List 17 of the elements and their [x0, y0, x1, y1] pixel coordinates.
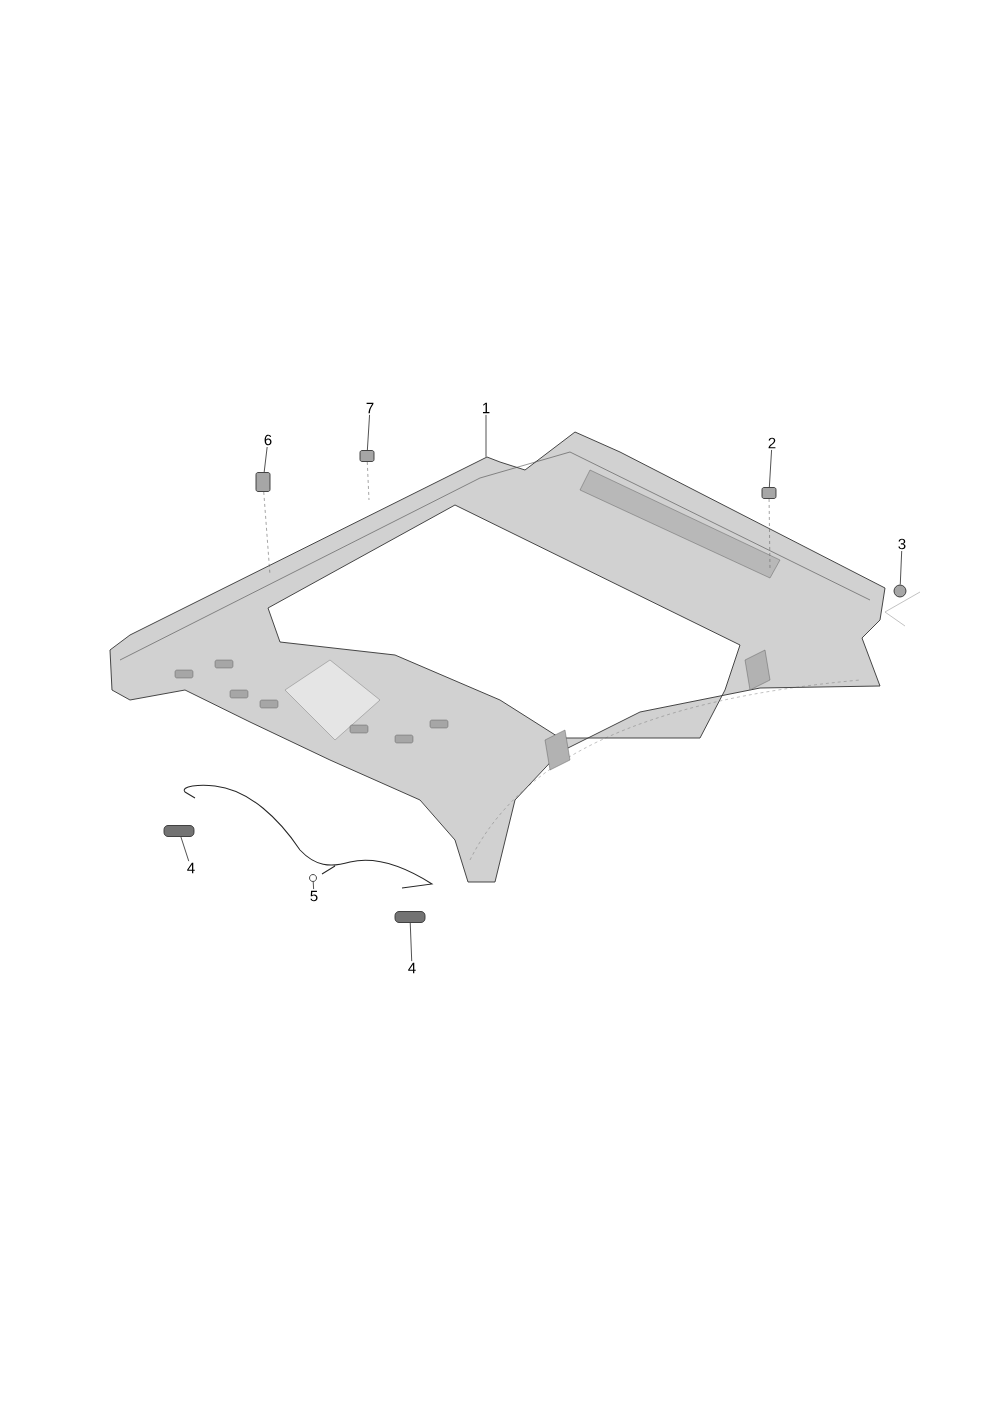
callout-number: 4	[408, 962, 416, 974]
leader-line	[899, 550, 903, 585]
lamp-drawing	[394, 911, 426, 923]
grommet-drawing	[893, 584, 907, 598]
leader-line	[180, 836, 190, 862]
leader-line	[366, 414, 370, 451]
leader-line	[409, 922, 413, 962]
leader-line	[312, 881, 314, 890]
leader-line	[768, 449, 772, 488]
callout-number: 5	[310, 890, 318, 902]
leader-line	[768, 498, 771, 571]
callout-number: 1	[482, 402, 490, 414]
callout-number: 3	[898, 538, 906, 550]
callout-number: 7	[366, 402, 374, 414]
leader-line	[263, 446, 268, 473]
leader-line	[485, 414, 487, 458]
leader-line	[366, 461, 370, 501]
